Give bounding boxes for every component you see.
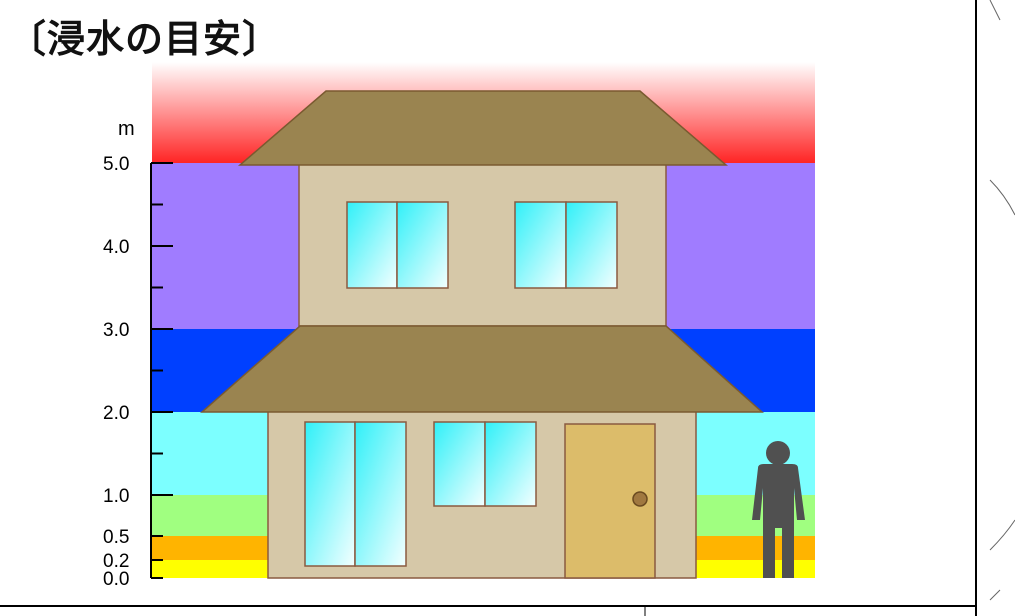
upper-roof — [237, 90, 729, 166]
house — [200, 90, 764, 579]
axis-tick-label-0.2: 0.2 — [103, 551, 129, 572]
axis-tick-label-5.0: 5.0 — [103, 154, 129, 175]
axis-tick-label-3.0: 3.0 — [103, 320, 129, 341]
axis-tick-label-1.0: 1.0 — [103, 486, 129, 507]
page-title: 〔浸水の目安〕 — [8, 17, 282, 61]
ground-window-middle — [433, 421, 537, 507]
axis-tick-label-0.0: 0.0 — [103, 569, 129, 590]
axis-tick-label-2.0: 2.0 — [103, 403, 129, 424]
upper-window-right — [514, 201, 618, 289]
axis-tick-label-0.5: 0.5 — [103, 527, 129, 548]
lower-roof — [200, 325, 764, 413]
decorative-outline — [989, 0, 1015, 601]
door-knob — [632, 491, 648, 507]
upper-window-left — [346, 201, 449, 289]
depth-axis: 5.0 4.0 3.0 2.0 1.0 0.5 0.20.0 — [103, 154, 173, 590]
person-silhouette — [752, 441, 805, 578]
axis-tick-label-4.0: 4.0 — [103, 237, 129, 258]
axis-unit-label: m — [118, 118, 135, 140]
ground-window-left — [304, 421, 407, 567]
